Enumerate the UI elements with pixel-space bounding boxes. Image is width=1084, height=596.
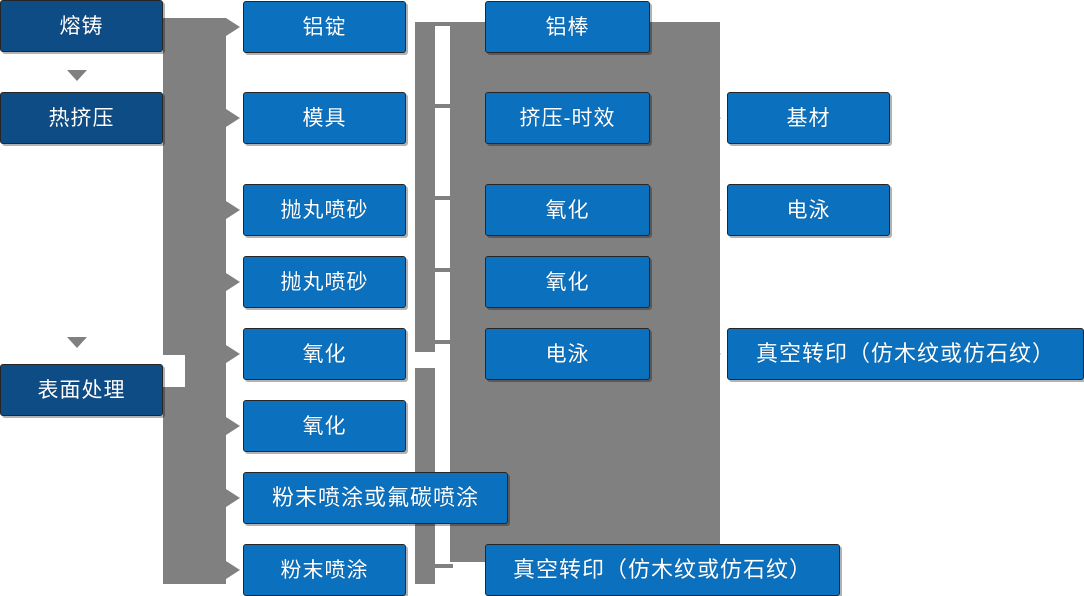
node-oxidation-3[interactable]: 氧化 — [485, 184, 650, 236]
down-arrow-to-surface-treatment — [67, 337, 87, 348]
stage-melting-label: 熔铸 — [59, 14, 104, 38]
node-oxidation-4-label: 氧化 — [545, 270, 590, 294]
connector-surface-stub — [163, 387, 187, 391]
node-electrophoresis-2[interactable]: 电泳 — [727, 184, 890, 236]
connector-left-notch — [163, 355, 185, 387]
arrow-to-shot-blast-1 — [226, 201, 240, 219]
stage-hot-extrusion-label: 热挤压 — [48, 106, 115, 130]
connector-thin-bar-top — [415, 22, 435, 352]
arrow-to-powder-coating — [226, 561, 240, 579]
node-oxidation-3-label: 氧化 — [545, 198, 590, 222]
node-shot-blast-1[interactable]: 抛丸喷砂 — [243, 184, 406, 236]
node-powder-or-pvdf-coating-label: 粉末喷涂或氟碳喷涂 — [271, 485, 479, 510]
node-electrophoresis-1[interactable]: 电泳 — [485, 328, 650, 380]
node-oxidation-4[interactable]: 氧化 — [485, 256, 650, 308]
stage-melting[interactable]: 熔铸 — [0, 0, 163, 52]
node-aluminum-ingot-label: 铝锭 — [302, 15, 347, 39]
node-shot-blast-2-label: 抛丸喷砂 — [280, 270, 369, 294]
connector-left-block — [163, 18, 226, 584]
connector-stub-5 — [435, 340, 453, 344]
connector-stub-4 — [435, 268, 453, 272]
arrow-to-vacuum-transfer — [710, 347, 721, 361]
node-powder-or-pvdf-coating[interactable]: 粉末喷涂或氟碳喷涂 — [243, 472, 508, 524]
stage-hot-extrusion[interactable]: 热挤压 — [0, 92, 163, 144]
arrow-stem-vacuum-transfer — [700, 352, 714, 357]
node-electrophoresis-2-label: 电泳 — [786, 198, 831, 222]
node-mold[interactable]: 模具 — [243, 92, 406, 144]
arrow-to-oxidation-2 — [226, 417, 240, 435]
stage-surface-treatment-label: 表面处理 — [37, 378, 126, 402]
arrow-to-shot-blast-2 — [226, 273, 240, 291]
node-shot-blast-1-label: 抛丸喷砂 — [280, 198, 369, 222]
connector-stub-6 — [435, 564, 453, 568]
node-electrophoresis-1-label: 电泳 — [545, 342, 590, 366]
node-powder-coating[interactable]: 粉末喷涂 — [243, 544, 406, 596]
node-oxidation-1-label: 氧化 — [302, 342, 347, 366]
node-vacuum-transfer-1[interactable]: 真空转印（仿木纹或仿石纹） — [727, 328, 1084, 380]
arrow-stem-base-material — [700, 116, 714, 121]
arrow-to-powder-or-pvdf — [226, 489, 240, 507]
node-aluminum-bar-label: 铝棒 — [545, 15, 590, 39]
arrow-stem-electrophoresis — [700, 208, 714, 213]
node-base-material-label: 基材 — [786, 106, 831, 130]
node-aluminum-bar[interactable]: 铝棒 — [485, 1, 650, 53]
node-oxidation-1[interactable]: 氧化 — [243, 328, 406, 380]
node-extrusion-aging[interactable]: 挤压-时效 — [485, 92, 650, 144]
node-powder-coating-label: 粉末喷涂 — [280, 558, 369, 582]
arrow-to-mold — [226, 109, 240, 127]
node-oxidation-2[interactable]: 氧化 — [243, 400, 406, 452]
node-oxidation-2-label: 氧化 — [302, 414, 347, 438]
node-shot-blast-2[interactable]: 抛丸喷砂 — [243, 256, 406, 308]
node-mold-label: 模具 — [302, 106, 347, 130]
arrow-to-electrophoresis — [710, 203, 721, 217]
arrow-to-aluminum-ingot — [226, 18, 240, 36]
arrow-to-base-material — [710, 111, 721, 125]
connector-stub-2 — [435, 104, 453, 108]
arrow-to-oxidation-1 — [226, 345, 240, 363]
node-extrusion-aging-label: 挤压-时效 — [519, 106, 616, 130]
connector-stub-3 — [435, 196, 453, 200]
node-vacuum-transfer-2[interactable]: 真空转印（仿木纹或仿石纹） — [485, 544, 840, 596]
node-base-material[interactable]: 基材 — [727, 92, 890, 144]
node-vacuum-transfer-1-label: 真空转印（仿木纹或仿石纹） — [755, 341, 1055, 366]
node-aluminum-ingot[interactable]: 铝锭 — [243, 1, 406, 53]
connector-stub-1 — [435, 22, 453, 26]
stage-surface-treatment[interactable]: 表面处理 — [0, 364, 163, 416]
node-vacuum-transfer-2-label: 真空转印（仿木纹或仿石纹） — [512, 557, 812, 582]
down-arrow-to-hot-extrusion — [67, 70, 87, 81]
